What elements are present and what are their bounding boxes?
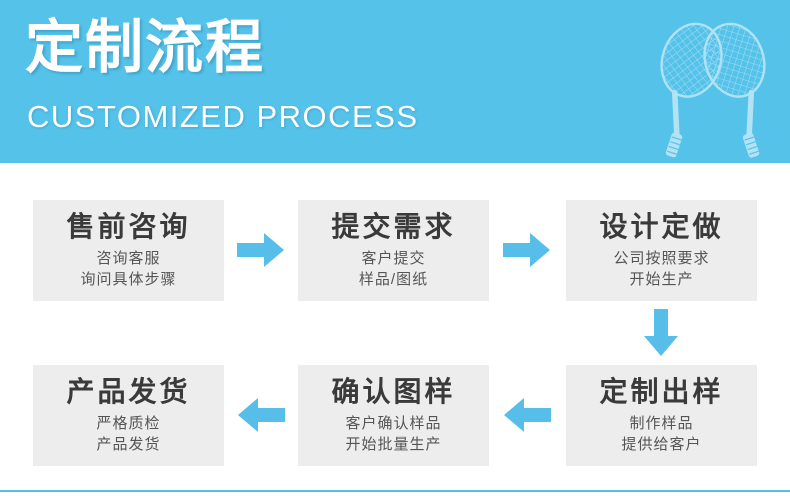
- page-title: 定制流程: [25, 15, 266, 80]
- flow-step-subtitle-line: 提供给客户: [621, 435, 702, 453]
- flow-step-subtitle-line: 客户提交: [361, 250, 426, 268]
- arrow-right-icon: [237, 230, 285, 270]
- flow-step-card[interactable]: 提交需求 客户提交 样品/图纸: [298, 200, 489, 301]
- flow-step-subtitle-line: 咨询客服: [96, 250, 161, 268]
- crossed-badminton-rackets-icon: [648, 10, 778, 158]
- flow-step-subtitle-line: 开始生产: [629, 270, 694, 288]
- arrow-left-icon: [503, 395, 551, 435]
- flow-step-subtitle-line: 产品发货: [96, 435, 161, 453]
- flow-step-title: 设计定做: [599, 211, 724, 243]
- flow-step-subtitle-line: 开始批量生产: [345, 435, 442, 453]
- header-banner: 定制流程 CUSTOMIZED PROCESS: [0, 0, 790, 163]
- flow-step-subtitle-line: 询问具体步骤: [80, 270, 177, 288]
- flow-step-card[interactable]: 产品发货 严格质检 产品发货: [33, 365, 224, 466]
- arrow-right-icon: [503, 230, 551, 270]
- flow-step-title: 产品发货: [66, 376, 191, 408]
- flow-step-subtitle-line: 客户确认样品: [345, 415, 442, 433]
- flow-step-subtitle-line: 制作样品: [629, 415, 694, 433]
- arrow-left-icon: [237, 395, 285, 435]
- flow-step-subtitle-line: 严格质检: [96, 415, 161, 433]
- flow-step-subtitle-line: 样品/图纸: [358, 270, 429, 288]
- flow-step-card[interactable]: 确认图样 客户确认样品 开始批量生产: [298, 365, 489, 466]
- flow-step-title: 确认图样: [331, 376, 456, 408]
- flow-step-title: 定制出样: [599, 376, 724, 408]
- arrow-down-icon: [641, 309, 681, 357]
- page-subtitle: CUSTOMIZED PROCESS: [27, 99, 419, 134]
- flow-step-title: 售前咨询: [66, 211, 191, 243]
- flow-step-subtitle-line: 公司按照要求: [613, 250, 710, 268]
- flow-step-card[interactable]: 设计定做 公司按照要求 开始生产: [566, 200, 757, 301]
- flow-step-card[interactable]: 定制出样 制作样品 提供给客户: [566, 365, 757, 466]
- bottom-divider: [0, 490, 790, 492]
- flow-step-card[interactable]: 售前咨询 咨询客服 询问具体步骤: [33, 200, 224, 301]
- flow-step-title: 提交需求: [331, 211, 456, 243]
